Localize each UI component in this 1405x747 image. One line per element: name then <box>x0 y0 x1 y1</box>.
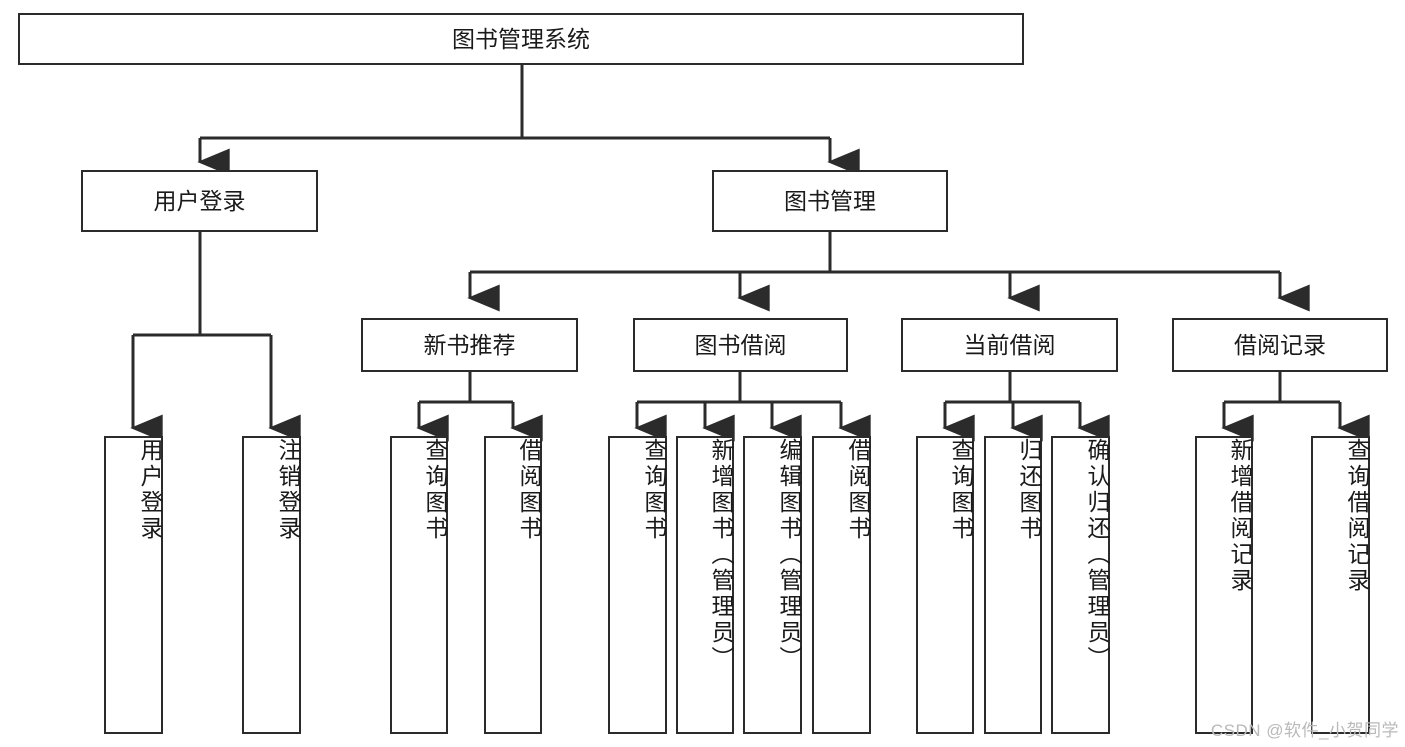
node-label: 借阅记录 <box>1234 331 1326 358</box>
node-label: 注销登录 <box>275 438 301 542</box>
node-label: 借阅图书 <box>516 438 542 542</box>
node-label: 新书推荐 <box>423 331 516 358</box>
node-current-borrow[interactable]: 当前借阅 <box>901 318 1118 372</box>
leaf-recommend-borrow-book[interactable]: 借阅图书 <box>484 436 542 734</box>
node-label: 查询图书 <box>422 438 448 542</box>
node-label: 查询图书 <box>641 438 667 542</box>
node-label: 用户登录 <box>153 187 246 214</box>
node-label: 图书借阅 <box>694 331 787 358</box>
node-label: 归还图书 <box>1016 438 1042 542</box>
leaf-borrow-edit-book-admin[interactable]: 编辑图书（管理员） <box>743 436 802 734</box>
leaf-current-confirm-return-admin[interactable]: 确认归还（管理员） <box>1051 436 1110 734</box>
leaf-record-add-record[interactable]: 新增借阅记录 <box>1195 436 1253 734</box>
node-borrow-record[interactable]: 借阅记录 <box>1172 318 1388 372</box>
leaf-recommend-query-book[interactable]: 查询图书 <box>390 436 448 734</box>
node-label: 新增借阅记录 <box>1227 438 1253 594</box>
node-label: 图书管理 <box>784 187 876 214</box>
node-label: 编辑图书（管理员） <box>776 438 802 672</box>
node-label: 图书管理系统 <box>452 25 590 52</box>
node-label: 查询借阅记录 <box>1344 438 1370 594</box>
leaf-user-login-signin[interactable]: 用户登录 <box>104 436 163 734</box>
node-root-system[interactable]: 图书管理系统 <box>18 13 1024 65</box>
node-label: 借阅图书 <box>845 438 871 542</box>
leaf-user-login-signout[interactable]: 注销登录 <box>242 436 301 734</box>
leaf-current-return-book[interactable]: 归还图书 <box>984 436 1042 734</box>
node-label: 确认归还（管理员） <box>1084 438 1110 672</box>
node-label: 用户登录 <box>137 438 163 542</box>
node-label: 查询图书 <box>948 438 974 542</box>
node-label: 当前借阅 <box>963 331 1056 358</box>
node-label: 新增图书（管理员） <box>708 438 734 672</box>
node-book-management[interactable]: 图书管理 <box>712 170 948 232</box>
node-book-borrow[interactable]: 图书借阅 <box>633 318 848 372</box>
leaf-borrow-add-book-admin[interactable]: 新增图书（管理员） <box>676 436 734 734</box>
leaf-borrow-borrow-book[interactable]: 借阅图书 <box>812 436 871 734</box>
leaf-borrow-query-book[interactable]: 查询图书 <box>608 436 667 734</box>
leaf-current-query-book[interactable]: 查询图书 <box>916 436 974 734</box>
node-new-book-recommend[interactable]: 新书推荐 <box>361 318 578 372</box>
node-user-login[interactable]: 用户登录 <box>81 170 318 232</box>
leaf-record-query-record[interactable]: 查询借阅记录 <box>1311 436 1370 734</box>
